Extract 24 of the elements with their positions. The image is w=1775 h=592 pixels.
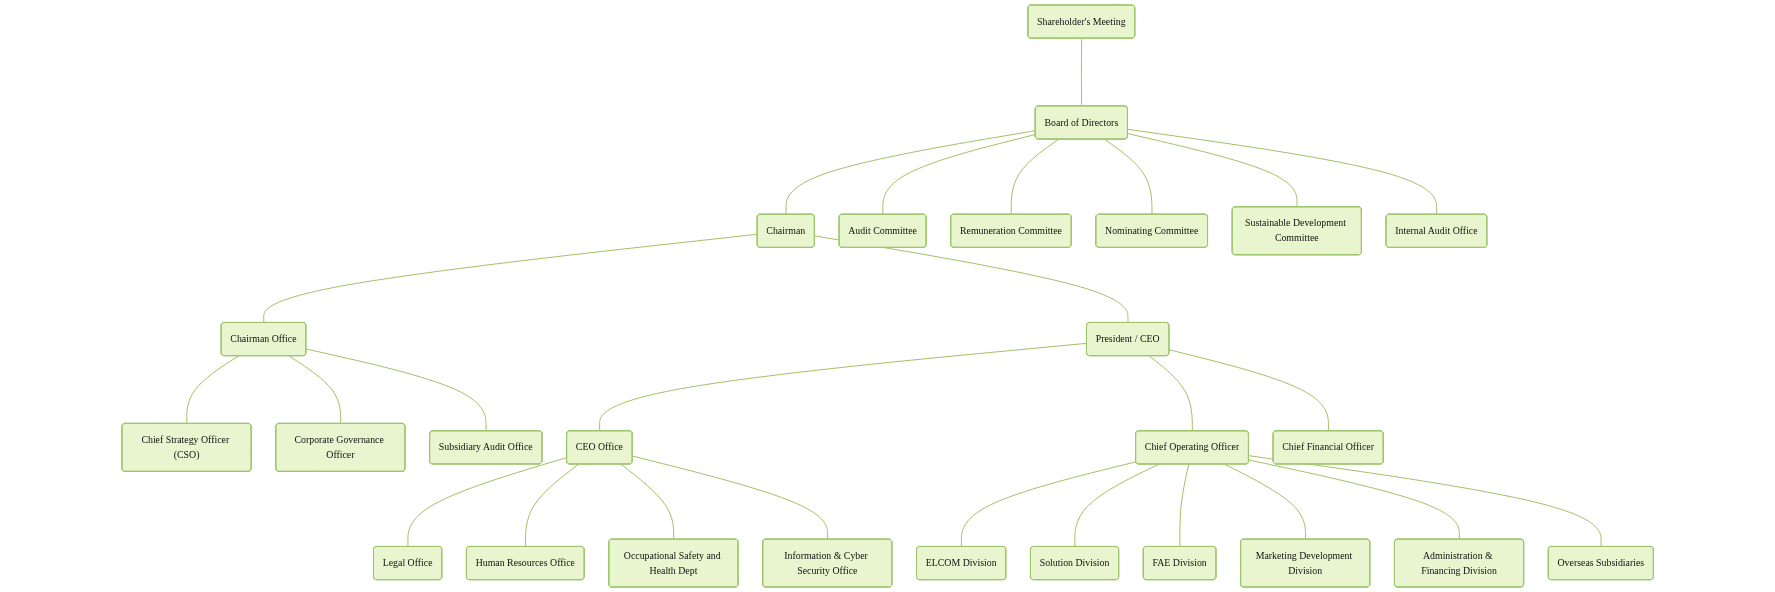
connector xyxy=(407,457,568,548)
connector xyxy=(305,348,487,432)
connector xyxy=(1248,459,1460,540)
connector xyxy=(882,134,1036,215)
connector xyxy=(1248,455,1602,548)
connector xyxy=(631,455,828,540)
connector xyxy=(1127,128,1437,215)
connector xyxy=(1148,355,1193,432)
connector xyxy=(960,461,1137,548)
connector xyxy=(1224,463,1306,540)
connector xyxy=(288,355,341,425)
connector xyxy=(1179,463,1190,548)
connector xyxy=(186,355,239,425)
connector xyxy=(1080,38,1082,107)
connector xyxy=(1010,138,1059,215)
connector xyxy=(1168,349,1329,432)
connector xyxy=(524,463,579,548)
connector xyxy=(1127,133,1298,208)
connector xyxy=(620,463,675,540)
connector xyxy=(599,342,1088,432)
connector xyxy=(785,130,1036,215)
connector xyxy=(263,233,758,324)
connector xyxy=(1104,138,1153,215)
connector xyxy=(1074,463,1159,548)
